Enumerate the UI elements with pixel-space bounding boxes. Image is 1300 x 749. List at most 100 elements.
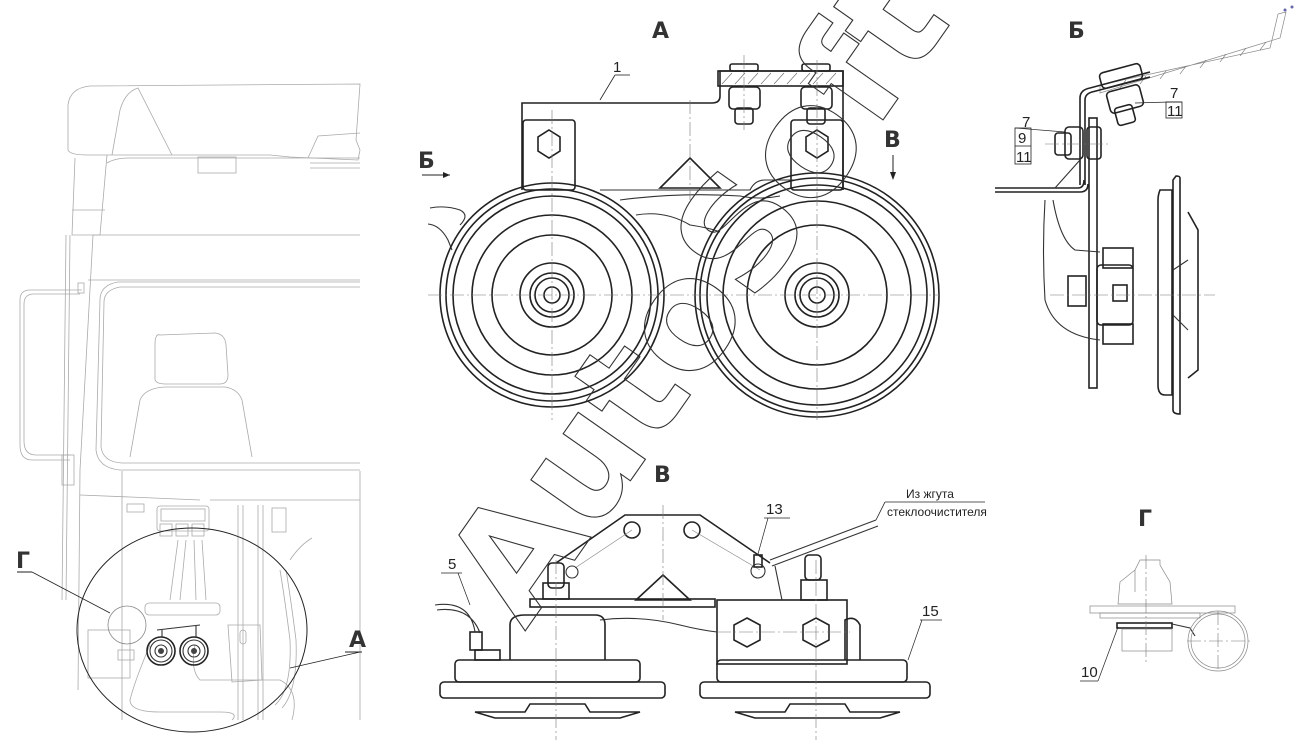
label-plate (126, 503, 145, 513)
horn-tab-right (790, 119, 844, 191)
callout-10-leader (1097, 626, 1119, 682)
view-g-title: Г (1138, 507, 1152, 532)
callout-7-upper: 7 (1170, 85, 1178, 102)
callout-box (1165, 101, 1183, 119)
callout-5-leader (457, 572, 471, 606)
callout-13-leader (757, 517, 769, 555)
nut-top (1117, 559, 1173, 605)
corner-mark (1283, 8, 1287, 12)
bolt-tab (117, 649, 135, 661)
horn-left-outer (146, 636, 176, 666)
hex-bolt (802, 617, 830, 648)
horn-body-left (454, 659, 641, 683)
connector-window (160, 508, 206, 522)
horn-wire (599, 617, 718, 633)
bracket-block (87, 629, 131, 679)
harness-wires (169, 539, 207, 601)
callout-11-upper: 11 (1167, 103, 1183, 120)
cab-top (106, 157, 360, 164)
view-v: В Из жгута стеклоочистителя (434, 463, 987, 740)
label-g-ref: Г (16, 549, 30, 574)
bolt-head (801, 63, 831, 72)
hole-projection (574, 529, 633, 569)
harness-lower (192, 644, 295, 721)
horn-rim-left (439, 681, 666, 699)
pivot (565, 565, 579, 579)
leader-g (31, 571, 111, 614)
detail-circle-g (107, 605, 147, 645)
watermark-autosoft: AutoSoft (411, 0, 982, 653)
hole-projection (691, 529, 761, 571)
view-a: А (418, 19, 940, 420)
nut-bottom (1121, 628, 1173, 652)
callout-1: 1 (613, 59, 621, 76)
upper-bolt-end (1113, 103, 1137, 127)
hex-bolt-left (537, 129, 561, 159)
horn-body-side (1157, 189, 1173, 396)
detail-circle-a (76, 527, 308, 733)
terminal-left (469, 631, 483, 651)
roof-light (197, 156, 237, 174)
stud (804, 554, 822, 581)
leader-7-11 (1134, 101, 1171, 104)
wiper-harness (769, 519, 877, 561)
horn-arm (1088, 117, 1098, 389)
horn-diaphragm-right (734, 703, 901, 719)
harness-pipe (274, 569, 291, 706)
side-nut (1064, 126, 1084, 160)
harness-leader (875, 501, 886, 521)
arrow-v-label: В (884, 128, 901, 153)
harness-clip (774, 565, 783, 601)
bracket-vertical (1079, 71, 1151, 185)
side-bracket (227, 624, 263, 683)
harness-lower (129, 644, 235, 721)
mirror-mount (61, 454, 75, 486)
terminal-upper (1102, 247, 1134, 269)
panel-line (79, 494, 360, 501)
gusset (1054, 159, 1081, 189)
roof-step (307, 132, 361, 159)
cab-panel (1099, 11, 1287, 94)
view-b: Б 7 11 7 9 1 (995, 5, 1294, 415)
callout-15: 15 (922, 603, 939, 620)
harness-pipe (281, 569, 297, 709)
mounting-bar (529, 598, 716, 608)
bracket-slot (239, 629, 247, 645)
mirror-arm-inner (23, 293, 80, 456)
horn-pair-small (146, 624, 209, 666)
horn-diaphragm-side (1187, 211, 1199, 379)
horn-housing-right (844, 617, 861, 660)
view-v-title: В (654, 463, 671, 488)
view-g: Г 10 (1080, 507, 1250, 682)
rear-panel (121, 471, 361, 720)
bracket-bottom (600, 179, 795, 191)
leader-7-9-11 (1014, 127, 1066, 133)
relay (271, 507, 287, 533)
callout-10: 10 (1081, 664, 1098, 681)
harness-note-line1: Из жгута (906, 487, 954, 501)
horn-rim-right (699, 681, 931, 699)
panel-hatch (1119, 41, 1267, 89)
seat-back (129, 386, 253, 458)
horn-left-ring (149, 639, 173, 663)
wiper-harness (771, 525, 879, 567)
terminal-base (474, 649, 501, 661)
horn-wire (1052, 199, 1101, 253)
connector-block (156, 505, 210, 532)
mounting-plate (717, 70, 844, 87)
horn-housing-left (509, 614, 606, 660)
truck-cab-view: Г А (16, 83, 366, 733)
side-bolt-head (1086, 126, 1102, 160)
horn-tab-left (522, 119, 576, 191)
hex-bolt (733, 617, 761, 648)
nut (800, 86, 833, 110)
bolt-end (806, 107, 826, 125)
door-edge (77, 234, 94, 691)
harness-note-line2: стеклоочистителя (887, 505, 987, 519)
rear-window-inner (100, 286, 360, 464)
horn-stud (1112, 284, 1128, 302)
mirror-mount-top (77, 282, 85, 294)
horn-right-outer (179, 636, 209, 666)
bracket-foot (995, 179, 1085, 189)
horn-bracket (156, 624, 201, 637)
